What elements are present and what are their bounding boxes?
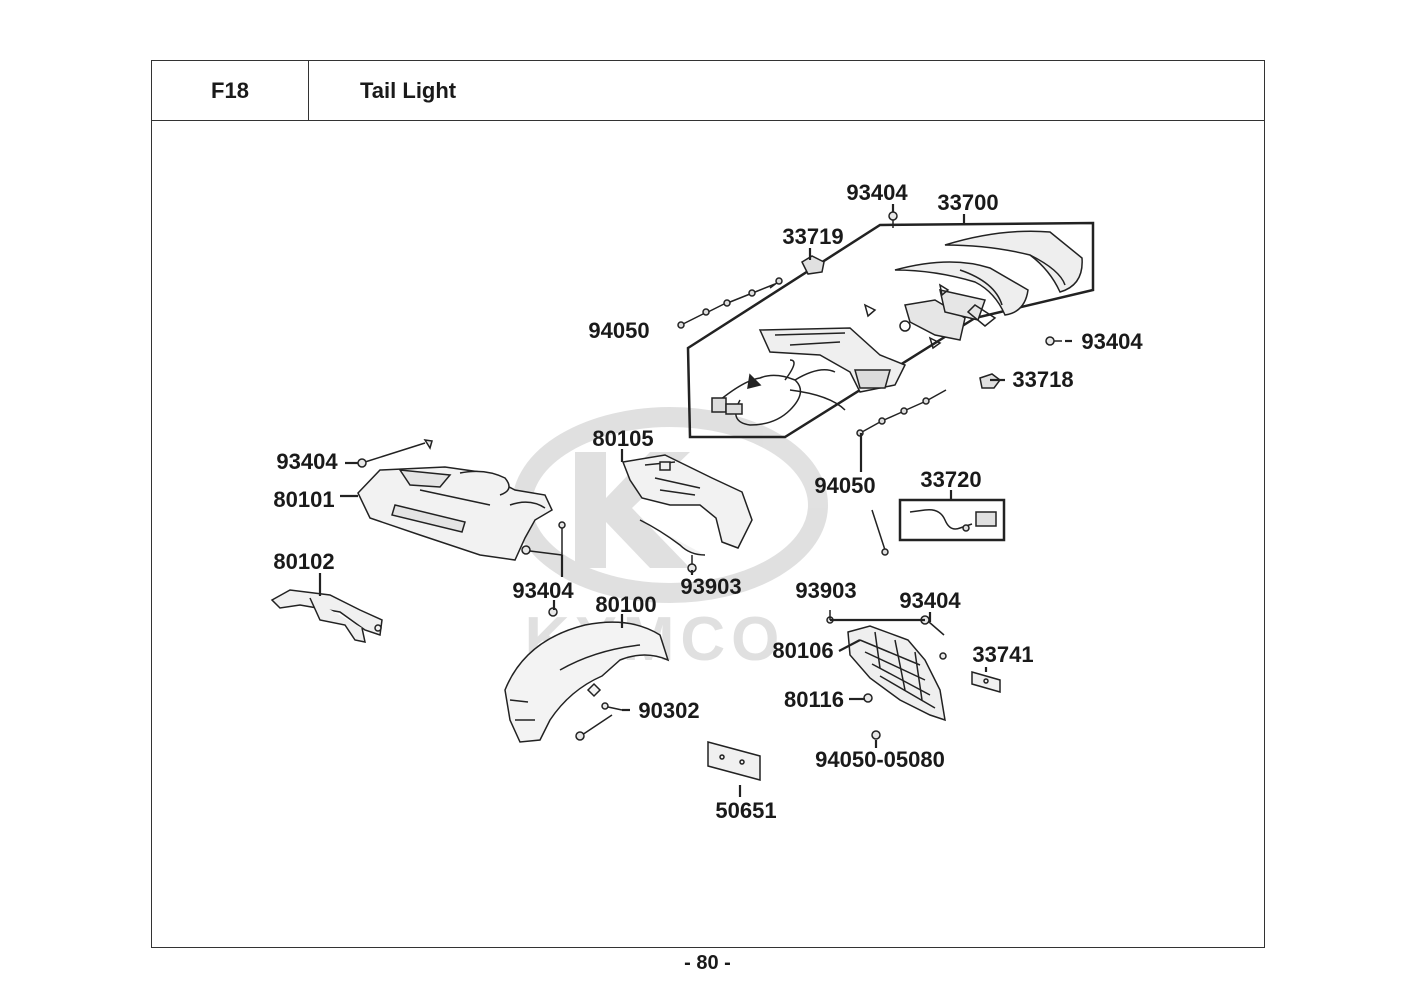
callout-80100: 80100 (595, 592, 656, 617)
callout-90302: 90302 (638, 698, 699, 723)
callout-94050-right: 94050 (814, 473, 875, 498)
part-33741-pad (971, 671, 1001, 693)
callout-93404-left: 93404 (276, 449, 338, 474)
part-80102-bracket (270, 589, 383, 643)
part-33700-assembly (686, 221, 1095, 439)
section-title-text: Tail Light (360, 77, 457, 103)
callout-93404-lower-right: 93404 (899, 588, 961, 613)
callout-33718: 33718 (1012, 367, 1073, 392)
callout-33700: 33700 (937, 190, 998, 215)
callout-33741: 33741 (972, 642, 1033, 667)
callout-80105: 80105 (592, 426, 653, 451)
callout-94050-top: 94050 (588, 318, 649, 343)
callout-93404-center: 93404 (512, 578, 574, 603)
callout-80102: 80102 (273, 549, 334, 574)
callout-80106: 80106 (772, 638, 833, 663)
part-80106-license-bracket (847, 625, 946, 722)
callout-80101: 80101 (273, 487, 334, 512)
callout-93404-top: 93404 (846, 180, 908, 205)
callout-labels: 93404 33700 33719 94050 93404 33718 8010… (273, 180, 1143, 823)
part-90302-screws (575, 702, 623, 741)
part-93404-bolt-top (888, 211, 898, 228)
callout-80116: 80116 (784, 687, 844, 712)
part-80100-fender (504, 621, 670, 743)
callout-33720: 33720 (920, 467, 981, 492)
part-94050-screws-top (677, 277, 783, 329)
part-93404-bolt-left (357, 439, 433, 468)
diagram-frame (151, 120, 1265, 948)
part-33720-license-light (898, 498, 1006, 542)
part-33719-connector (801, 248, 825, 275)
callout-93903-mid: 93903 (680, 574, 741, 599)
callout-93903-right: 93903 (795, 578, 856, 603)
part-93903-bolt-mid (687, 555, 697, 573)
part-50651-reflector (707, 741, 761, 781)
leader-lines (318, 204, 1072, 797)
page-number: - 80 - (684, 952, 731, 974)
section-code-text: F18 (211, 77, 249, 103)
callout-33719: 33719 (782, 224, 843, 249)
part-80101-cover (357, 466, 553, 561)
callout-93404-right: 93404 (1081, 329, 1143, 354)
part-80105-bracket (621, 454, 753, 556)
callout-94050-05080: 94050-05080 (815, 747, 945, 772)
part-93404-bolt-right (1045, 336, 1062, 346)
callout-50651: 50651 (715, 798, 776, 823)
